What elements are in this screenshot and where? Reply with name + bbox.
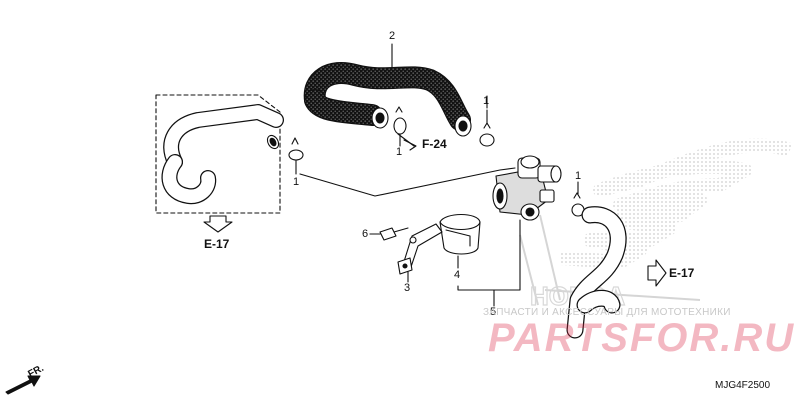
right-hose-group	[566, 181, 627, 339]
diagram-part-code: MJG4F2500	[715, 380, 771, 391]
watermark-brand: PARTSFOR.RU	[488, 316, 796, 360]
callout-4: 4	[454, 269, 461, 281]
rubber-band-part	[439, 213, 481, 255]
callout-2: 2	[389, 30, 396, 42]
left-hose-group	[155, 94, 304, 214]
callout-6: 6	[362, 228, 369, 240]
bracket-part	[397, 223, 443, 275]
ref-e17-right: E-17	[669, 266, 695, 280]
left-ref-arrow	[203, 215, 233, 233]
callout-3: 3	[404, 282, 411, 294]
callout-1: 1	[396, 146, 403, 158]
right-ref-arrow	[647, 259, 667, 287]
front-direction-arrow	[5, 375, 41, 395]
f24-ref-arrow	[397, 133, 417, 151]
ref-f24: F-24	[422, 137, 447, 151]
callout-1: 1	[293, 176, 300, 188]
callout-5: 5	[490, 306, 497, 318]
leader-line	[299, 167, 516, 197]
ref-e17-left: E-17	[204, 237, 230, 251]
callout-1: 1	[483, 95, 490, 107]
watermark-tagline: ЗАПЧАСТИ И АКСЕССУАРЫ ДЛЯ МОТОТЕХНИКИ	[483, 307, 731, 318]
main-hose-group	[303, 43, 495, 147]
air-suction-valve	[492, 155, 562, 221]
bolt-part	[369, 227, 409, 241]
callout-1: 1	[575, 170, 582, 182]
